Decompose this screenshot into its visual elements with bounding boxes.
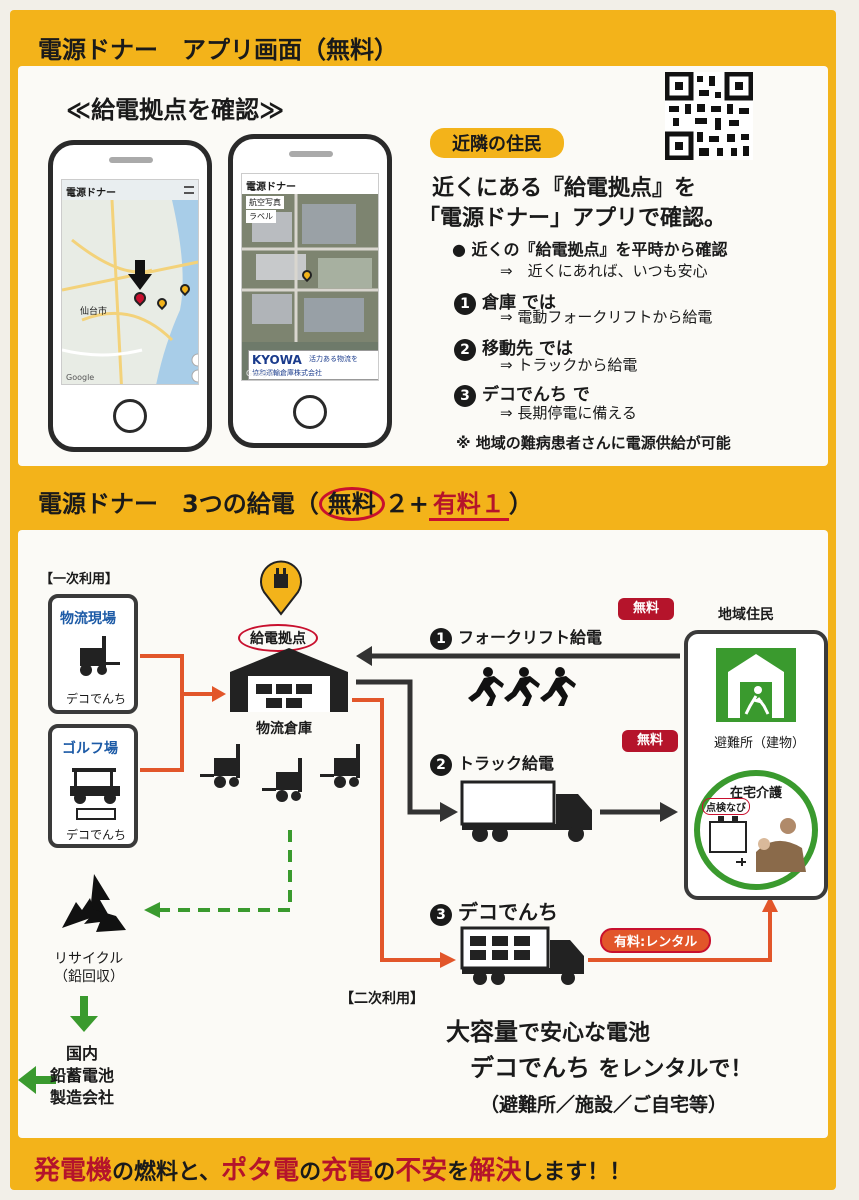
shelter-label: 避難所（建物） xyxy=(714,736,806,751)
map-graphic xyxy=(62,200,198,384)
warehouse-icon xyxy=(230,648,348,712)
free-badge-2: 無料 xyxy=(622,730,678,752)
feature-sub-3: ⇒ 長期停電に備える xyxy=(500,404,637,422)
residents-label: 地域住民 xyxy=(718,607,774,623)
map-footer: Google xyxy=(66,373,95,382)
map-city-label: 仙台市 xyxy=(80,307,108,317)
secondary-use-label: 【二次利用】 xyxy=(340,991,424,1007)
source2-label: デコでんち xyxy=(66,828,127,842)
source2-title: ゴルフ場 xyxy=(62,741,118,757)
source1-title: 物流現場 xyxy=(60,611,116,627)
section1-title: 電源ドナー アプリ画面（無料） xyxy=(38,36,398,64)
maker-label-2: 鉛蓄電池 xyxy=(50,1066,115,1085)
primary-use-label: 【一次利用】 xyxy=(40,572,119,587)
running-people-icon xyxy=(468,667,576,706)
home-care-label: 在宅介護 xyxy=(730,786,783,801)
phone-satellite-view: 電源ドナー 航空写真 ラベル KYOWA 活力ある物流を 協和運輸倉庫株式会社 … xyxy=(228,134,392,448)
source-golf-course: ゴルフ場 デコでんち xyxy=(48,724,138,848)
tab-label[interactable]: ラベル xyxy=(246,210,276,223)
brand-tagline: 活力ある物流を xyxy=(309,355,358,363)
qr-code-icon[interactable] xyxy=(664,71,754,161)
phone1-screen[interactable]: 電源ドナー 仙台市 Google xyxy=(61,179,199,385)
capacity-line-2: デコでんち をレンタルで！ xyxy=(470,1054,753,1082)
free-badge-1: 無料 xyxy=(618,598,674,620)
phone-map-view: 電源ドナー 仙台市 Google xyxy=(48,140,212,452)
feature-sub-1: ⇒ 電動フォークリフトから給電 xyxy=(500,308,713,326)
speaker-slot xyxy=(109,157,153,163)
capacity-line-1: 大容量で安心な電池 xyxy=(446,1018,651,1046)
deco-truck-icon xyxy=(460,926,584,985)
paid-underlined: 有料１ xyxy=(428,490,509,521)
battery-icon xyxy=(76,808,116,820)
brand-logo: KYOWA xyxy=(252,353,302,367)
bullet-item: ● 近くの『給電拠点』を平時から確認 xyxy=(452,240,728,259)
golf-cart-icon xyxy=(70,768,120,804)
maker-label-3: 製造会社 xyxy=(50,1088,115,1107)
free-circled: 無料 xyxy=(318,487,385,521)
down-arrow-icon xyxy=(128,260,152,290)
source-logistics-site: 物流現場 デコでんち xyxy=(48,594,138,714)
maker-label-1: 国内 xyxy=(66,1044,99,1063)
phone2-header: 電源ドナー xyxy=(246,182,296,193)
emergency-exit-icon xyxy=(716,648,796,722)
bullet-sub: ⇒ 近くにあれば、いつも安心 xyxy=(500,262,708,280)
note-text: ※ 地域の難病患者さんに電源供給が可能 xyxy=(456,434,731,452)
section1-subtitle: ≪給電拠点を確認≫ xyxy=(66,96,285,124)
recycle-icon xyxy=(62,874,126,932)
warehouse-label: 物流倉庫 xyxy=(256,721,312,737)
tab-aerial[interactable]: 航空写真 xyxy=(246,196,284,209)
forklift-icon xyxy=(80,636,120,676)
home-care-icon xyxy=(709,816,806,872)
home-button[interactable] xyxy=(113,399,147,433)
device-label: 点検なび xyxy=(702,798,750,815)
company-banner[interactable]: KYOWA 活力ある物流を 協和運輸倉庫株式会社 xyxy=(248,350,378,380)
truck-icon xyxy=(460,780,592,842)
brand-company: 協和運輸倉庫株式会社 xyxy=(252,369,322,377)
phone2-screen[interactable]: 電源ドナー 航空写真 ラベル KYOWA 活力ある物流を 協和運輸倉庫株式会社 … xyxy=(241,173,379,381)
recycle-label-2: （鉛回収） xyxy=(54,969,124,985)
forklifts-icon xyxy=(200,744,360,802)
speaker-slot xyxy=(289,151,333,157)
menu-icon[interactable] xyxy=(184,186,194,194)
phone1-header: 電源ドナー xyxy=(66,188,116,199)
home-care-circle xyxy=(694,770,818,890)
lead-line-2: 「電源ドナー」アプリで確認。 xyxy=(418,206,727,231)
residents-tag: 近隣の住民 xyxy=(430,128,564,158)
home-button[interactable] xyxy=(293,395,327,429)
hub-label: 給電拠点 xyxy=(238,624,318,652)
source1-label: デコでんち xyxy=(66,692,127,706)
phone2-header-bar xyxy=(242,174,378,194)
paid-rental-badge: 有料:レンタル xyxy=(600,928,712,953)
recycle-label-1: リサイクル xyxy=(54,951,124,967)
feature-sub-2: ⇒ トラックから給電 xyxy=(500,356,638,374)
plug-pin-icon xyxy=(260,560,302,616)
lead-line-1: 近くにある『給電拠点』を xyxy=(432,176,697,201)
map-footer: Google xyxy=(246,369,275,378)
footer-banner: 発電機の燃料と、ポタ電の充電の不安を解決します！！ xyxy=(34,1156,632,1186)
capacity-line-3: （避難所／施設／ご自宅等） xyxy=(480,1094,728,1116)
